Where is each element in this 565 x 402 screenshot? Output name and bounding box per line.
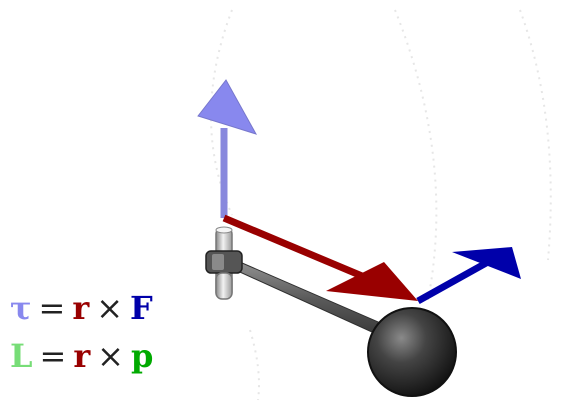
angular-momentum-symbol: L [10, 337, 33, 375]
ball-icon [367, 307, 457, 397]
momentum-symbol: p [130, 337, 154, 375]
cross-sign: × [96, 289, 124, 327]
pivot-axle-icon [205, 226, 243, 300]
position-symbol: r [73, 337, 91, 375]
cross-sign: × [97, 337, 124, 375]
equals-sign: = [38, 289, 66, 327]
force-symbol: F [130, 289, 153, 327]
position-symbol: r [72, 289, 90, 327]
force-vector-arrow [416, 247, 521, 305]
position-vector-arrow [222, 214, 418, 301]
torque-symbol: τ [10, 289, 32, 327]
angular-momentum-formula: L = r × p [10, 332, 200, 380]
torque-vector-arrow [197, 79, 258, 218]
guide-lines [210, 9, 552, 401]
torque-formula: τ = r × F [10, 284, 200, 332]
equals-sign: = [39, 337, 67, 375]
formula-panel: τ = r × F L = r × p [10, 284, 200, 380]
